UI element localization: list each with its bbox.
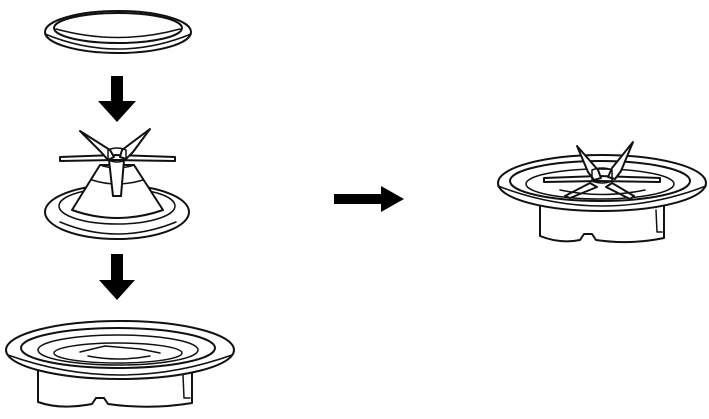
sealing-ring: [44, 10, 192, 54]
blade-assembly: [44, 128, 190, 240]
right-arrow-icon: [334, 186, 404, 212]
jar-base-collar: [5, 320, 235, 408]
assembled-blade-base: [497, 141, 707, 244]
down-arrow-icon: [99, 254, 135, 300]
down-arrow-icon: [98, 76, 136, 122]
